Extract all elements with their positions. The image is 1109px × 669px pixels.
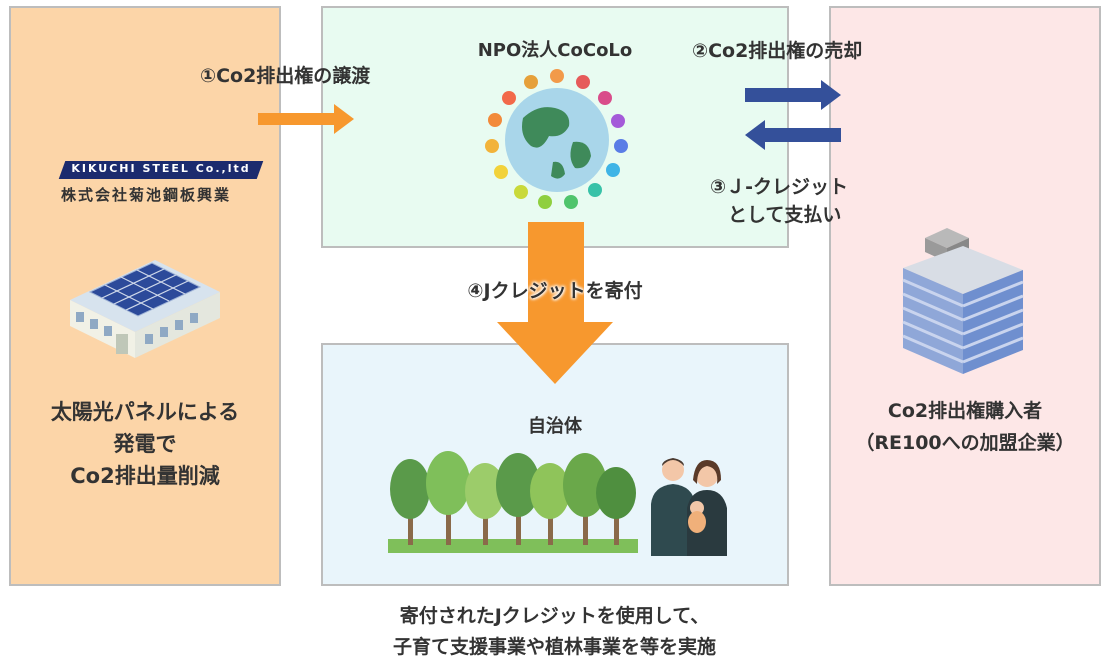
sale-label: ②Co2排出権の売却 [692,40,863,62]
buyer-caption-line2: （RE100への加盟企業） [855,432,1075,454]
company-logo-text: KIKUCHI STEEL Co.,ltd [71,162,251,175]
company-name: 株式会社菊池鋼板興業 [60,186,231,204]
footer-line2: 子育て支援事業や植林事業を等を実施 [392,636,716,658]
payment-label-line1: ③Ｊ-クレジット [710,176,848,198]
globe-people-icon [485,69,628,209]
donation-arrow [497,222,613,384]
buyer-caption-line1: Co2排出権購入者 [887,400,1043,422]
company-caption-line2: 発電で [113,432,177,456]
sale-arrow [745,80,841,110]
npo-title: NPO法人CoCoLo [477,40,633,61]
family-icon [651,458,727,556]
company-caption-line3: Co2排出量削減 [70,464,220,488]
transfer-arrow [258,104,354,134]
footer-line1: 寄付されたJクレジットを使用して、 [399,605,710,627]
forest-icon [388,451,638,553]
office-building-icon [902,228,1024,374]
donation-label: ④Jクレジットを寄付 [467,280,643,302]
company-caption-line1: 太陽光パネルによる [50,400,240,424]
transfer-label: ①Co2排出権の譲渡 [200,65,371,87]
municipality-title: 自治体 [528,416,582,437]
payment-label-line2: として支払い [728,204,842,226]
solar-factory-icon [70,260,220,358]
payment-arrow [745,120,841,150]
